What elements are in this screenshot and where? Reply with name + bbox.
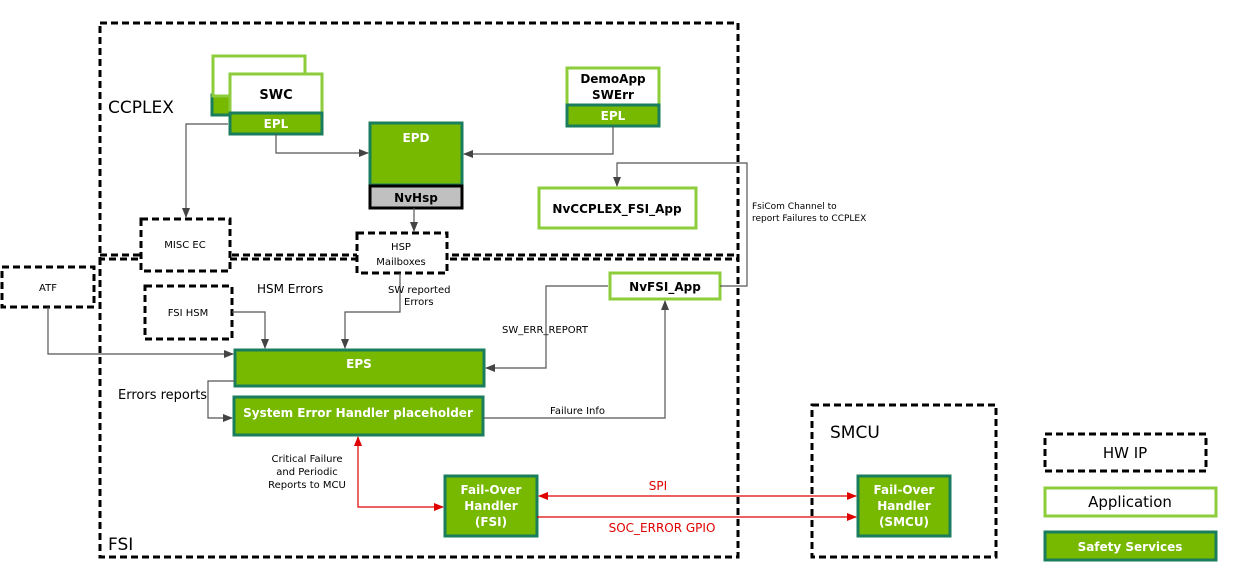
demoapp-epl-label: EPL — [601, 109, 626, 123]
foh-smcu-label-line3: (SMCU) — [879, 515, 929, 529]
sw-reported-label-line1: SW reported — [388, 285, 450, 296]
hsp-label-line1: HSP — [391, 242, 411, 253]
foh-smcu-label-line2: Handler — [877, 499, 931, 513]
nvccplex-fsi-app-label: NvCCPLEX_FSI_App — [552, 202, 682, 217]
swc-epl-label: EPL — [264, 117, 289, 131]
nvhsp-label: NvHsp — [394, 191, 438, 205]
demoapp-label-line1: DemoApp — [580, 72, 646, 86]
smcu-region — [810, 403, 998, 559]
connector-hsp-to-eps — [341, 273, 401, 349]
hsp-mailboxes-box — [355, 231, 449, 275]
hsp-label-line2: Mailboxes — [376, 257, 425, 268]
critical-failure-label-line2: and Periodic — [276, 467, 337, 478]
ccplex-region-label: CCPLEX — [108, 98, 174, 118]
connector-fsi-hsm-to-eps — [232, 311, 269, 349]
foh-smcu-label-line1: Fail-Over — [874, 483, 935, 497]
fsicom-label-line2: report Failures to CCPLEX — [752, 214, 866, 224]
system-error-handler-box — [232, 395, 485, 437]
legend-application-label: Application — [1088, 493, 1172, 511]
connector-swc-epl-to-epd — [275, 134, 369, 157]
connector-atf-to-eps — [47, 307, 234, 358]
legend-application-box — [1043, 486, 1218, 518]
smcu-region-label: SMCU — [830, 423, 880, 443]
connector-seh-to-nvfsi-app — [483, 300, 669, 419]
fsicom-label-line1: FsiCom Channel to — [752, 202, 837, 212]
fsi-region-label: FSI — [108, 535, 133, 555]
eps-box — [233, 348, 486, 388]
atf-label: ATF — [39, 283, 57, 294]
connector-seh-to-fail-over-fsi — [354, 436, 444, 511]
failure-info-label: Failure Info — [550, 406, 605, 417]
legend-hw-ip-label: HW IP — [1103, 444, 1147, 462]
critical-failure-label-line3: Reports to MCU — [268, 480, 346, 491]
nvhsp-box — [368, 184, 464, 210]
spi-label: SPI — [649, 479, 667, 493]
swc-component: SWC EPL — [210, 54, 324, 136]
foh-fsi-label-line1: Fail-Over — [461, 483, 522, 497]
misc-ec-label: MISC EC — [164, 240, 205, 251]
legend-safety-services-label: Safety Services — [1078, 540, 1183, 554]
nvfsi-app-box — [608, 271, 722, 301]
swc-box — [228, 72, 324, 116]
legend-hw-ip-box — [1043, 432, 1208, 473]
soc-error-gpio-label: SOC_ERROR GPIO — [609, 521, 716, 535]
fail-over-handler-smcu-box — [856, 474, 952, 538]
errors-reports-label: Errors reports — [118, 388, 207, 403]
legend: HW IP Application Safety Services — [1043, 432, 1218, 562]
connector-demoapp-to-epd — [463, 126, 614, 158]
connector-swc-to-misc-ec — [182, 123, 228, 218]
system-error-handler-label: System Error Handler placeholder — [243, 406, 473, 420]
sw-err-report-label: SW_ERR_REPORT — [502, 325, 589, 336]
hsm-errors-label: HSM Errors — [257, 282, 323, 296]
epd-label: EPD — [403, 131, 430, 145]
fail-over-handler-fsi-box — [443, 474, 539, 538]
sw-reported-label-line2: Errors — [404, 297, 434, 308]
demoapp-component: DemoApp SWErr EPL — [565, 66, 661, 128]
critical-failure-label-line1: Critical Failure — [271, 454, 342, 465]
epd-box — [368, 121, 464, 187]
atf-box — [0, 265, 96, 309]
connector-nvfsi-app-to-nvccplex — [613, 162, 748, 287]
demoapp-label-line2: SWErr — [592, 88, 634, 102]
nvfsi-app-label: NvFSI_App — [629, 280, 701, 295]
foh-fsi-label-line2: Handler — [464, 499, 518, 513]
misc-ec-box — [139, 217, 232, 273]
fsi-hsm-label: FSI HSM — [168, 308, 209, 319]
connector-eps-to-seh — [207, 380, 235, 422]
foh-fsi-label-line3: (FSI) — [475, 515, 507, 529]
swc-label: SWC — [259, 88, 292, 103]
nvccplex-fsi-app-box — [537, 186, 698, 230]
eps-label: EPS — [346, 357, 372, 371]
connector-nvfsi-app-to-eps — [485, 285, 608, 372]
legend-safety-services-box — [1043, 530, 1218, 562]
